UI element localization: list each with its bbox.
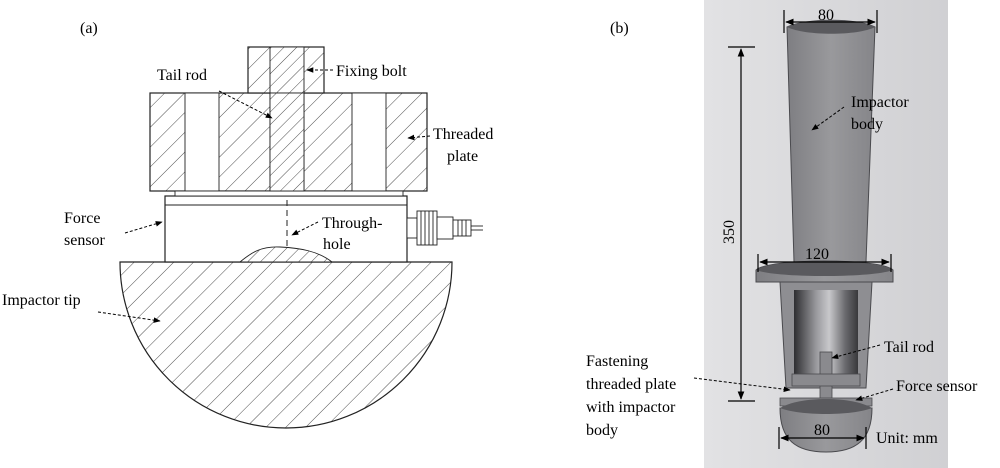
dim-top-width: 80 [818,7,834,24]
label-threaded-plate-1: Threaded [433,126,493,143]
label-tail-rod: Tail rod [157,67,207,84]
label-fastening-1: Fastening [586,353,648,370]
leader-impactor-body [811,106,845,131]
panel-a-tag: (a) [80,20,98,37]
connector-shape [406,210,483,246]
tail-rod-shape [269,92,305,192]
label-impactor-tip: Impactor tip [2,292,81,309]
label-unit: Unit: mm [876,430,938,447]
dimension-lines [728,10,892,449]
label-fastening-4: body [586,422,618,439]
leader-fastening [693,377,791,392]
leader-impactor-tip [97,311,161,323]
label-force-sensor-2: sensor [64,232,106,249]
label-threaded-plate-2: plate [447,148,478,165]
panel-b-tag: (b) [610,20,629,37]
label-fixing-bolt: Fixing bolt [336,63,407,80]
label-force-sensor-1: Force [64,210,100,227]
impactor-tip-shape [119,261,453,429]
panel-a: (a) [2,20,493,429]
leader-force-sensor-b [855,388,894,401]
label-force-sensor-b: Force sensor [896,378,978,395]
leader-force-sensor [124,221,163,234]
label-through-hole-2: hole [323,236,351,253]
dim-bottom-width: 80 [814,422,830,439]
label-fastening-3: with impactor [586,399,676,416]
label-fastening-2: threaded plate [586,376,676,393]
label-impactor-body-2: body [851,116,883,133]
dim-flange-width: 120 [805,246,829,263]
label-tail-rod-b: Tail rod [884,339,934,356]
dim-length: 350 [721,220,738,244]
panel-b: (b) [586,0,978,468]
sensor-bump [238,246,334,263]
leader-tail-rod-b [831,344,881,360]
leader-threaded-plate [407,134,431,141]
label-through-hole-1: Through- [322,215,382,232]
label-impactor-body-1: Impactor [851,94,909,111]
